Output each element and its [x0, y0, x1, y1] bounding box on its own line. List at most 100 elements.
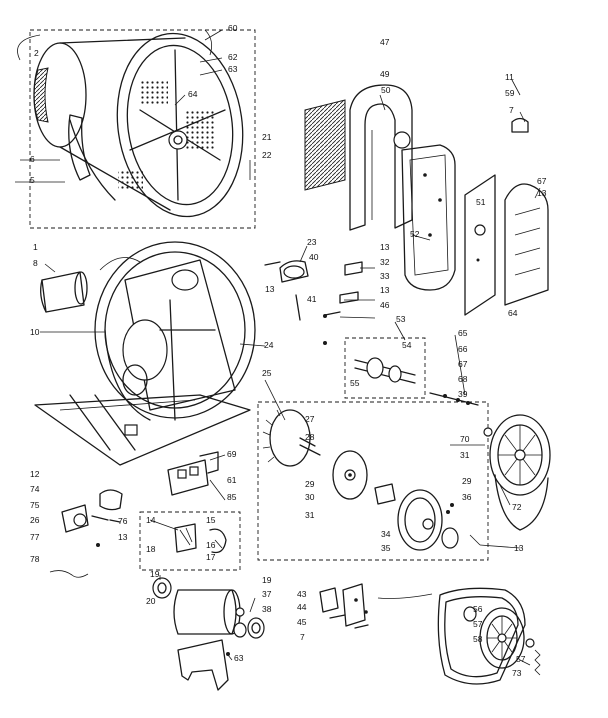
callout-label: 41 [307, 294, 317, 304]
callout-label: 35 [381, 543, 391, 553]
callout-label: 8 [33, 258, 38, 268]
callout-label: 75 [30, 500, 40, 510]
callout-label: 78 [30, 554, 40, 564]
callout-labels: 60 2 62 63 64 6 5 21 22 47 49 50 11 59 7… [30, 23, 547, 678]
callout-label: 69 [227, 449, 237, 459]
callout-label: 21 [262, 132, 272, 142]
callout-label: 47 [380, 37, 390, 47]
callout-label: 23 [307, 237, 317, 247]
callout-label: 11 [505, 72, 514, 82]
callout-label: 25 [262, 368, 272, 378]
sensor-kit [139, 511, 241, 571]
callout-label: 13 [537, 188, 547, 198]
callout-label: 37 [262, 589, 272, 599]
callout-label: 51 [476, 197, 486, 207]
callout-label: 40 [309, 252, 319, 262]
callout-label: 19 [262, 575, 272, 585]
callout-label: 22 [262, 150, 272, 160]
callout-label: 39 [458, 389, 468, 399]
callout-label: 66 [458, 344, 468, 354]
callout-label: 43 [297, 589, 307, 599]
callout-label: 76 [118, 516, 128, 526]
callout-label: 18 [146, 544, 156, 554]
callout-label: 38 [262, 604, 272, 614]
callout-label: 14 [146, 515, 156, 525]
callout-label: 10 [30, 327, 40, 337]
callout-label: 16 [206, 540, 216, 550]
callout-label: 46 [380, 300, 390, 310]
leader-lines [15, 29, 541, 666]
callout-label: 55 [350, 378, 360, 388]
drive-pulley [483, 414, 551, 531]
callout-label: 31 [460, 450, 470, 460]
drive-motor [152, 577, 265, 691]
callout-label: 54 [402, 340, 412, 350]
callout-label: 29 [462, 476, 472, 486]
callout-label: 57 [516, 654, 526, 664]
callout-label: 30 [305, 492, 315, 502]
callout-label: 62 [228, 52, 238, 62]
thermostat-parts [264, 260, 363, 321]
drum-assembly [17, 29, 256, 229]
rear-panel-assembly [304, 84, 549, 316]
mounting-brackets [319, 583, 433, 629]
callout-label: 49 [380, 69, 390, 79]
callout-label: 13 [380, 242, 390, 252]
callout-label: 44 [297, 602, 307, 612]
callout-label: 12 [30, 469, 40, 479]
callout-label: 27 [305, 414, 315, 424]
callout-label: 65 [458, 328, 468, 338]
callout-label: 70 [460, 434, 470, 444]
callout-label: 2 [34, 48, 39, 58]
callout-label: 13 [118, 532, 128, 542]
callout-label: 59 [505, 88, 515, 98]
callout-label: 45 [297, 617, 307, 627]
callout-label: 7 [300, 632, 305, 642]
callout-label: 32 [380, 257, 390, 267]
belt-and-idler [437, 587, 541, 685]
callout-label: 52 [410, 229, 420, 239]
callout-label: 7 [509, 105, 514, 115]
callout-label: 13 [514, 543, 524, 553]
callout-label: 29 [305, 479, 315, 489]
bulkhead-frame-assembly [34, 241, 256, 466]
callout-label: 72 [512, 502, 522, 512]
callout-label: 13 [380, 285, 390, 295]
callout-label: 20 [146, 596, 156, 606]
callout-label: 15 [206, 515, 216, 525]
callout-label: 57 [473, 619, 483, 629]
callout-label: 5 [30, 175, 35, 185]
callout-label: 36 [462, 492, 472, 502]
callout-label: 13 [265, 284, 275, 294]
callout-label: 63 [234, 653, 244, 663]
callout-label: 60 [228, 23, 238, 33]
idler-shaft-assembly [323, 337, 479, 406]
callout-label: 6 [30, 154, 35, 164]
blower-fan-assembly [257, 401, 489, 561]
callout-label: 53 [396, 314, 406, 324]
callout-label: 85 [227, 492, 237, 502]
callout-label: 63 [228, 64, 238, 74]
callout-label: 67 [537, 176, 547, 186]
callout-label: 26 [30, 515, 40, 525]
callout-label: 24 [264, 340, 274, 350]
callout-label: 19 [150, 569, 160, 579]
callout-label: 61 [227, 475, 237, 485]
callout-label: 56 [473, 604, 483, 614]
callout-label: 28 [305, 432, 315, 442]
callout-label: 67 [458, 359, 468, 369]
callout-label: 58 [473, 634, 483, 644]
callout-label: 77 [30, 532, 40, 542]
callout-label: 33 [380, 271, 390, 281]
callout-label: 34 [381, 529, 391, 539]
callout-label: 1 [33, 242, 38, 252]
callout-label: 50 [381, 85, 391, 95]
callout-label: 31 [305, 510, 315, 520]
callout-label: 64 [188, 89, 198, 99]
callout-label: 17 [206, 552, 216, 562]
callout-label: 73 [512, 668, 522, 678]
callout-label: 68 [458, 374, 468, 384]
switch-and-controls [49, 451, 219, 578]
callout-label: 74 [30, 484, 40, 494]
